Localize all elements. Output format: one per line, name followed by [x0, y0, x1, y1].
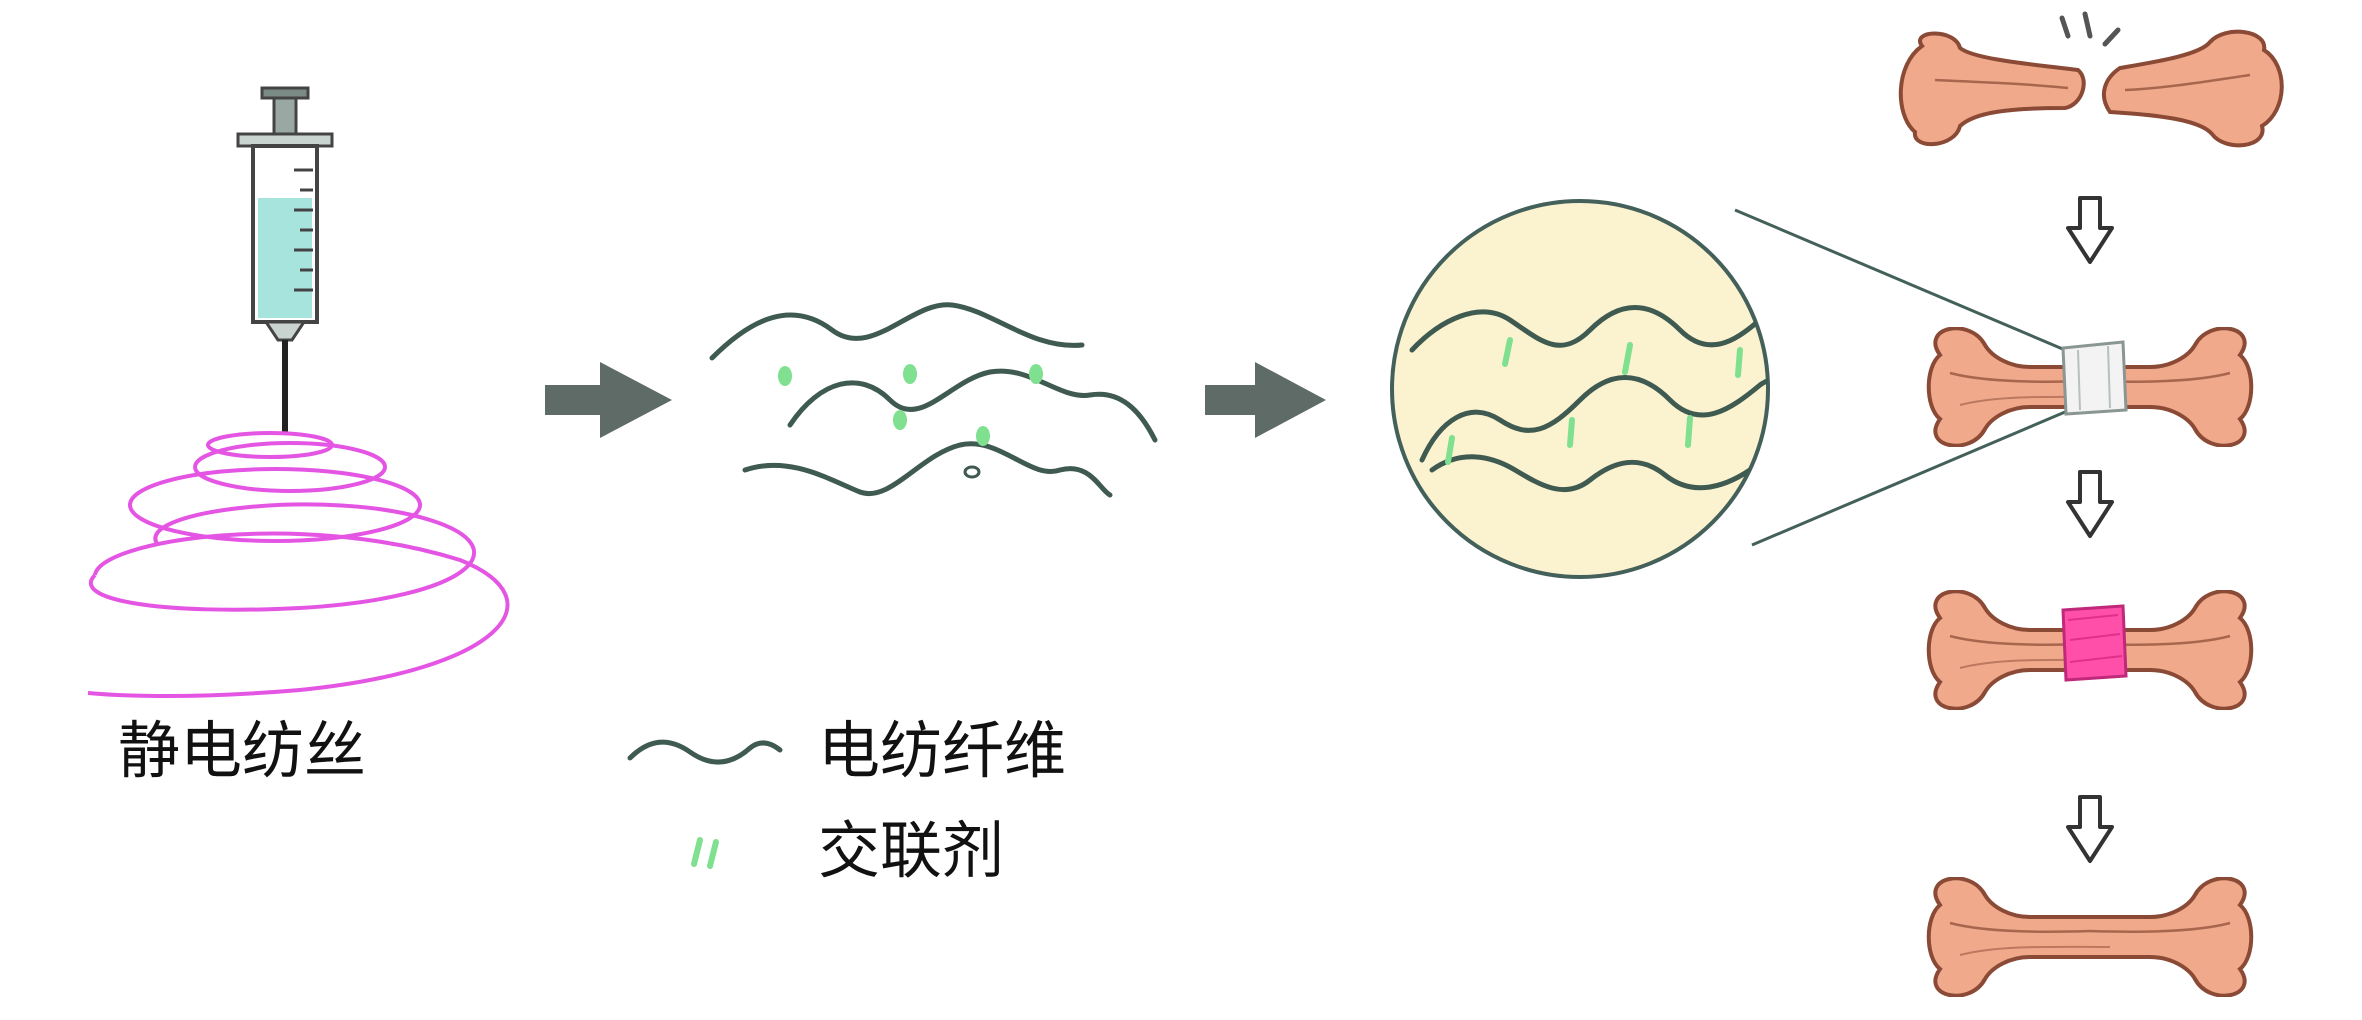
healing-arrow-3: [2066, 795, 2114, 863]
electrospinning-label: 静电纺丝: [118, 714, 367, 787]
healed-bone: [1926, 877, 2254, 997]
fiber-mat: [709, 302, 1158, 498]
healing-arrow-2: [2066, 470, 2114, 538]
legend-crosslinker-label: 交联剂: [818, 814, 1005, 887]
legend-fiber-icon: [627, 739, 783, 765]
syringe-icon: [236, 86, 334, 432]
crosslinker-dots: [778, 364, 1043, 479]
healing-arrow-1: [2066, 196, 2114, 264]
legend-fiber-label: 电纺纤维: [818, 714, 1067, 787]
process-arrow-1: [545, 362, 672, 438]
fiber-spiral: [87, 431, 510, 699]
process-arrow-2: [1205, 362, 1326, 438]
magnifier: [1390, 199, 2066, 579]
fractured-bone: [1898, 11, 2284, 148]
bone-with-scaffold: [1926, 327, 2254, 447]
fracture-marks: [2059, 11, 2121, 47]
legend-crosslinker-icon: [691, 837, 719, 869]
bone-healing: [1926, 590, 2254, 710]
